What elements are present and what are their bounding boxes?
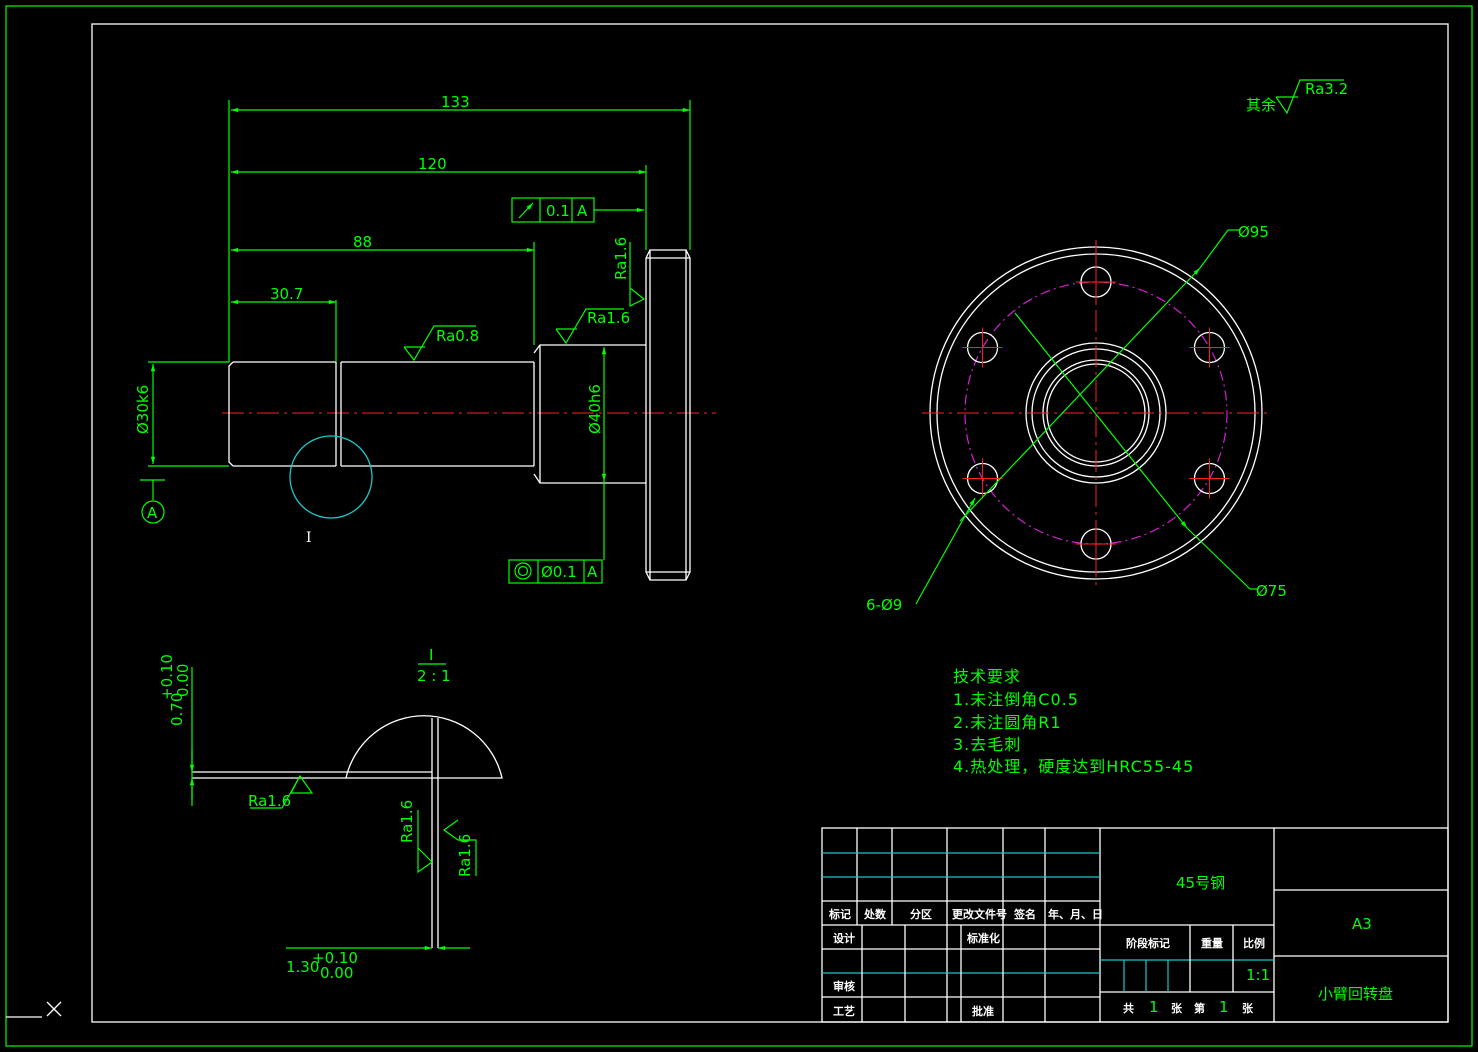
shaft-front-view [222,249,716,581]
tb-header: 签名 [1013,907,1036,921]
dim-133: 133 [441,93,470,111]
detail-ra16-a: Ra1.6 [248,792,291,810]
roughness-symbols [403,79,1344,362]
part-name: 小臂回转盘 [1318,985,1393,1003]
ra08-label: Ra0.8 [436,327,479,345]
tech-req-title: 技术要求 [953,667,1021,686]
tb-sheet-no: 1 [1219,998,1229,1016]
detail-ra16-b: Ra1.6 [398,800,416,843]
ra16-label-a: Ra1.6 [587,309,630,327]
tb-header: 标记 [828,907,851,921]
other-label: 其余 [1246,96,1276,114]
dim-d40h6: Ø40h6 [586,384,604,434]
ucs-icon [6,1001,62,1018]
detail-ra16-c: Ra1.6 [456,834,474,877]
flange-side-view [915,229,1272,605]
tb-stage-mark: 阶段标记 [1126,936,1170,950]
runout-value: 0.1 [546,202,570,220]
tb-design: 设计 [833,931,855,945]
front-dimensions [140,100,691,560]
ra16-label-b: Ra1.6 [612,237,630,280]
tb-header: 年、月、日 [1048,907,1103,921]
detail-scale: 2 : 1 [417,667,451,685]
tb-total-n: 1 [1149,998,1159,1016]
dim-d75: Ø75 [1256,582,1287,600]
runout-frame [511,197,644,223]
tb-approve: 批准 [972,1004,994,1018]
detail-dim-upper: 0.70 [168,693,186,726]
tb-total: 共 [1123,1001,1134,1015]
material: 45号钢 [1176,874,1225,892]
tb-review: 审核 [833,979,855,993]
ra32-label: Ra3.2 [1305,80,1348,98]
inner-border [91,23,1449,1023]
datum-a-label: A [147,504,158,522]
runout-datum: A [577,202,588,220]
detail-dim-upper-tol-plus: +0.10 [158,654,176,700]
tb-weight: 重量 [1201,936,1223,950]
title-block [821,827,1449,1023]
tb-process: 工艺 [833,1004,855,1018]
tb-standardization: 标准化 [966,931,1000,945]
paper-size: A3 [1352,915,1372,933]
dim-30-7: 30.7 [270,285,303,303]
tech-req-item: 4.热处理，硬度达到HRC55-45 [953,757,1194,776]
tb-sheet-no-label: 第 [1194,1001,1205,1015]
tech-req-item: 2.未注圆角R1 [953,713,1062,732]
detail-dim-upper-tol-zero: 0.00 [174,664,192,697]
detail-label: I [306,530,312,546]
tb-scale-label: 比例 [1243,936,1265,950]
concentricity-datum: A [587,563,598,581]
tech-req-item: 1.未注倒角C0.5 [953,690,1079,709]
detail-circle [289,435,373,519]
detail-dim-lower-tol-plus: +0.10 [312,949,358,967]
tb-sheet-unit: 张 [1171,1001,1183,1015]
tb-scale-value: 1:1 [1246,966,1270,984]
tech-req-item: 3.去毛刺 [953,735,1021,754]
detail-dim-lower: 1.30 [286,958,319,976]
detail-dim-lower-tol-zero: 0.00 [320,964,353,982]
tb-header: 分区 [910,907,932,921]
dim-holes: 6-Ø9 [866,596,902,614]
concentricity-value: Ø0.1 [541,563,577,581]
dim-120: 120 [418,155,447,173]
dim-d95: Ø95 [1238,223,1269,241]
tb-sheet-unit2: 张 [1242,1001,1254,1015]
outer-border [5,5,1473,1047]
detail-view [189,663,503,951]
concentricity-frame [508,559,603,584]
tb-header: 更改文件号 [952,907,1007,921]
tb-header: 处数 [863,907,887,921]
detail-title: I [429,646,433,664]
dim-d30k6: Ø30k6 [134,385,152,434]
dim-88: 88 [353,233,372,251]
